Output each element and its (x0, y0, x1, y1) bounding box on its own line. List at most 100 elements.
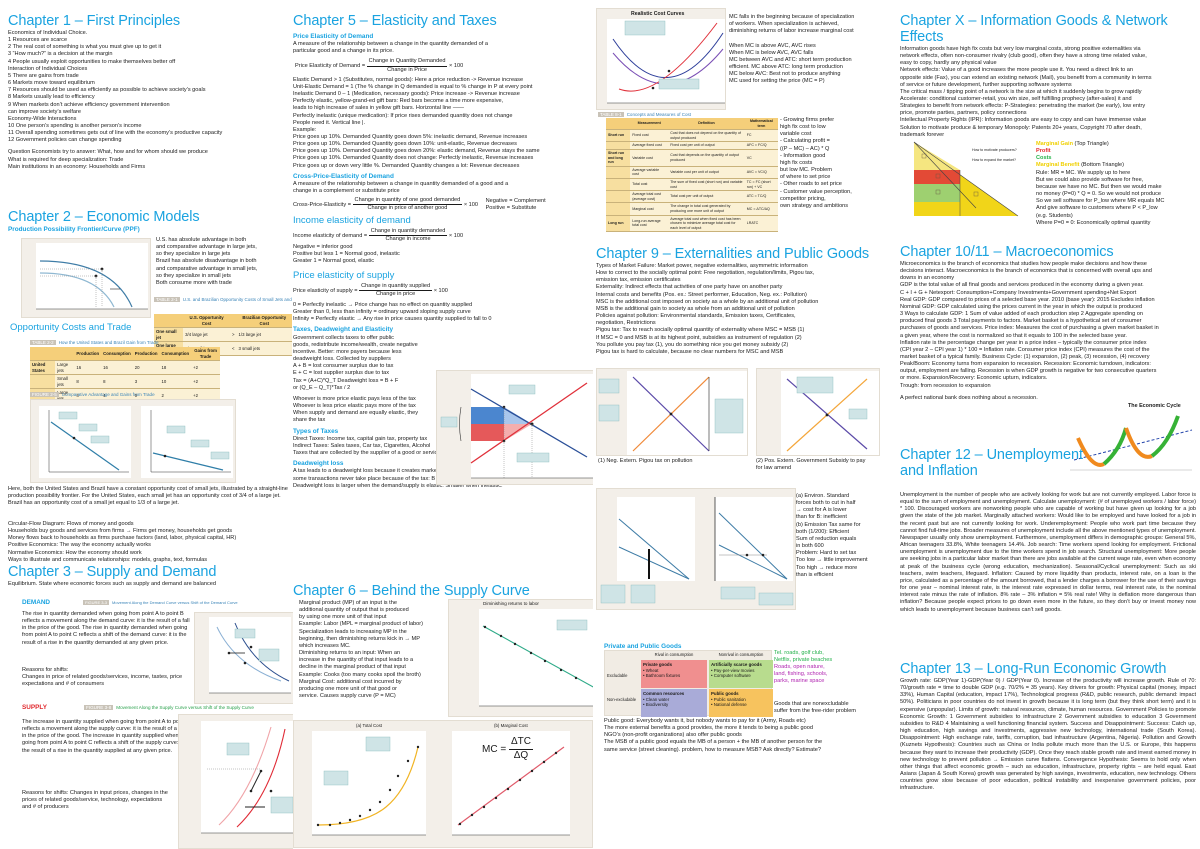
pricing-note: So we sell software for P_low where MR e… (1036, 198, 1165, 205)
cost-side-line: of where to set price (780, 174, 831, 181)
supply-elasticity-denominator: Change in price (376, 290, 416, 297)
cost-concept-row: Average total cost (average cost)Total c… (606, 190, 778, 204)
nonrival-header: Nonrival in consumption (718, 652, 764, 657)
principle-line: 12 Government policies can change spendi… (8, 137, 122, 144)
nonexcludable-example-line: land, fishing, schools, (774, 671, 828, 678)
public-good-line: same service (street cleaning). problem,… (604, 746, 822, 753)
column-2: Chapter 5 – Elasticity and Taxes Price E… (293, 0, 593, 849)
supply-label: SUPPLY (22, 704, 47, 712)
pricing-note: Rule: MR = MC. We supply up to here (1036, 169, 1131, 176)
table-cell: The sum of fixed cost (short run) and va… (668, 178, 745, 192)
ppf-line: Brazil has absolute disadvantage in both (156, 258, 257, 265)
economic-cycle-title: The Economic Cycle (1128, 403, 1181, 409)
common-resources-cell: Common resources• Clean water• Biodivers… (641, 689, 707, 717)
table-cell: 8 (101, 374, 133, 389)
circular-flow-line: Normative Economics: How the economy sho… (8, 549, 142, 556)
table-cell: Fixed cost per unit of output (668, 141, 745, 150)
artificially-scarce-goods-cell: Artificially scarce goods• Pay-per-view … (709, 660, 773, 688)
cross-subtitle: Cross-Price-Elasticity of Demand (293, 172, 394, 180)
supply-curve-line: Marginal Cost: additional cost incurred … (299, 678, 402, 685)
excludable-example-line: Netflix, private beaches (774, 657, 833, 664)
cross-formula: Cross-Price-Elasticity = Change in quant… (293, 197, 593, 212)
chapter-10-11-title: Chapter 10/11 – Macroeconomics (900, 244, 1114, 260)
cost-side-line: high fix cost to low (780, 124, 826, 131)
supply-curve-line: Diminishing returns to an input: When an (299, 650, 401, 657)
private-public-goods-matrix: Rival in consumption Nonrival in consump… (604, 650, 773, 717)
tax-incidence-line: share the tax (293, 417, 326, 424)
goods-example: • Public sanitation (711, 696, 746, 702)
pricing-note: Where P=0 = 0: Economically optimal quan… (1036, 219, 1151, 226)
cost-curve-line: diminishing returns of labor increase ma… (729, 28, 854, 35)
legend-label: Profit (1036, 148, 1051, 155)
supply-curve-line: beginning, then diminishing returns kick… (299, 635, 420, 642)
macro-line: or more. Expansion/Recovery: Economic up… (900, 375, 1048, 382)
section-chapter-9: Chapter 9 – Externalities and Public Goo… (596, 246, 896, 356)
supply-curve-line: decline in the marginal product of that … (299, 664, 406, 671)
table-cell: United States (30, 360, 56, 375)
income-formula: Income elasticity of demand = Change in … (293, 228, 593, 243)
public-goods-cell: Public goods• Public sanitation• Nationa… (709, 689, 773, 717)
table-cell: Marginal cost (630, 202, 669, 216)
demand-shift-chart (194, 612, 293, 704)
times-100: × 100 (433, 287, 448, 294)
tax-line: Government collects taxes to offer publi… (293, 334, 394, 341)
total-cost-caption: (a) Total Cost (356, 723, 383, 728)
cost-side-line: - Customer value perception, (780, 188, 852, 195)
cost-side-line: ((P – MC) – AC) * Q (780, 145, 830, 152)
chapter-2-title: Chapter 2 – Economic Models (8, 209, 200, 225)
elasticity-line: Price goes up 10%. Demanded Quantity doe… (293, 155, 534, 162)
goods-example: • Wheat (643, 667, 659, 673)
cost-curve-line: MC between AVC and ATC: short term produ… (729, 56, 852, 63)
chapter-x-notes: Information goods have high fix costs bu… (900, 46, 1196, 139)
cost-curve-line: When MC is above AVC, AVC rises (729, 42, 816, 49)
externality-line: How to correct to the socially optimal p… (596, 270, 815, 277)
income-numerator: Change in quantity demanded (368, 228, 448, 236)
ppf-line: so they specialize in large jets (156, 251, 231, 258)
table-header: Brazilian Opportunity Cost (236, 314, 292, 328)
table-cell: MC = ΔTC/ΔQ (744, 202, 778, 216)
legend-description: (Bottom Triangle) (1079, 162, 1124, 169)
economic-cycle-chart (1068, 410, 1194, 472)
marginal-product-chart-title: Diminishing returns to labor (483, 601, 539, 606)
mc-formula-label: MC = (482, 743, 507, 755)
externality-line: If MSC = 0 and MSB is at its highest poi… (596, 334, 802, 341)
supply-curve-line: additional quantity of output that is pr… (299, 607, 409, 614)
tax-line: Tax = (A+C)*Q_T Deadweight loss = B + F (293, 377, 399, 384)
cost-curve-line: MC falls in the beginning because of spe… (729, 14, 855, 20)
figure-3-8-tag: FIGURE 3-8 (84, 705, 114, 710)
chapter-6-title: Chapter 6 – Behind the Supply Curve (293, 583, 530, 599)
table-cell: Fixed cost (630, 129, 669, 143)
realistic-cost-notes: MC falls in the beginning because of spe… (729, 14, 895, 86)
supply-curve-line: by using one more unit of that input (299, 614, 387, 621)
goods-example: • Computer software (711, 673, 751, 679)
economic-cycle-graphic (1070, 415, 1193, 471)
table-cell: +2 (191, 374, 220, 389)
supply-elasticity-subtitle: Price elasticity of supply (293, 269, 395, 281)
ppf-line: U.S. has absolute advantage in both (156, 237, 247, 243)
demand-shift-reasons: Reasons for shifts: Changes in price of … (22, 667, 194, 688)
table-header (606, 118, 631, 131)
chapter-3-title: Chapter 3 – Supply and Demand (8, 564, 217, 580)
macro-line: Microeconomics is the branch of economic… (900, 260, 1147, 267)
information-goods-line: Network effects: Value of a good increas… (900, 67, 1134, 74)
macro-line: Peak/Boom: Economy turns from expansion … (900, 361, 1151, 368)
chapter-12-title-line-1: Chapter 12 – Unemployment (900, 447, 1083, 463)
figure-2-5-tag: FIGURE 2-5 (30, 392, 59, 397)
goods-category-title: Private goods (643, 662, 673, 667)
legend-label: Marginal Benefit (1036, 162, 1080, 169)
table-cell: Large jets (55, 360, 75, 375)
tax-type-line: Taxes that are collected by the supplier… (293, 450, 441, 457)
information-goods-line: network effects, often non-consumer riva… (900, 53, 1147, 60)
supply-elasticity-formula: Price elasticity of supply = Change in q… (293, 283, 593, 298)
supply-shift-chart (178, 714, 293, 849)
realistic-cost-curves-chart: Realistic Cost Curves (596, 8, 726, 110)
